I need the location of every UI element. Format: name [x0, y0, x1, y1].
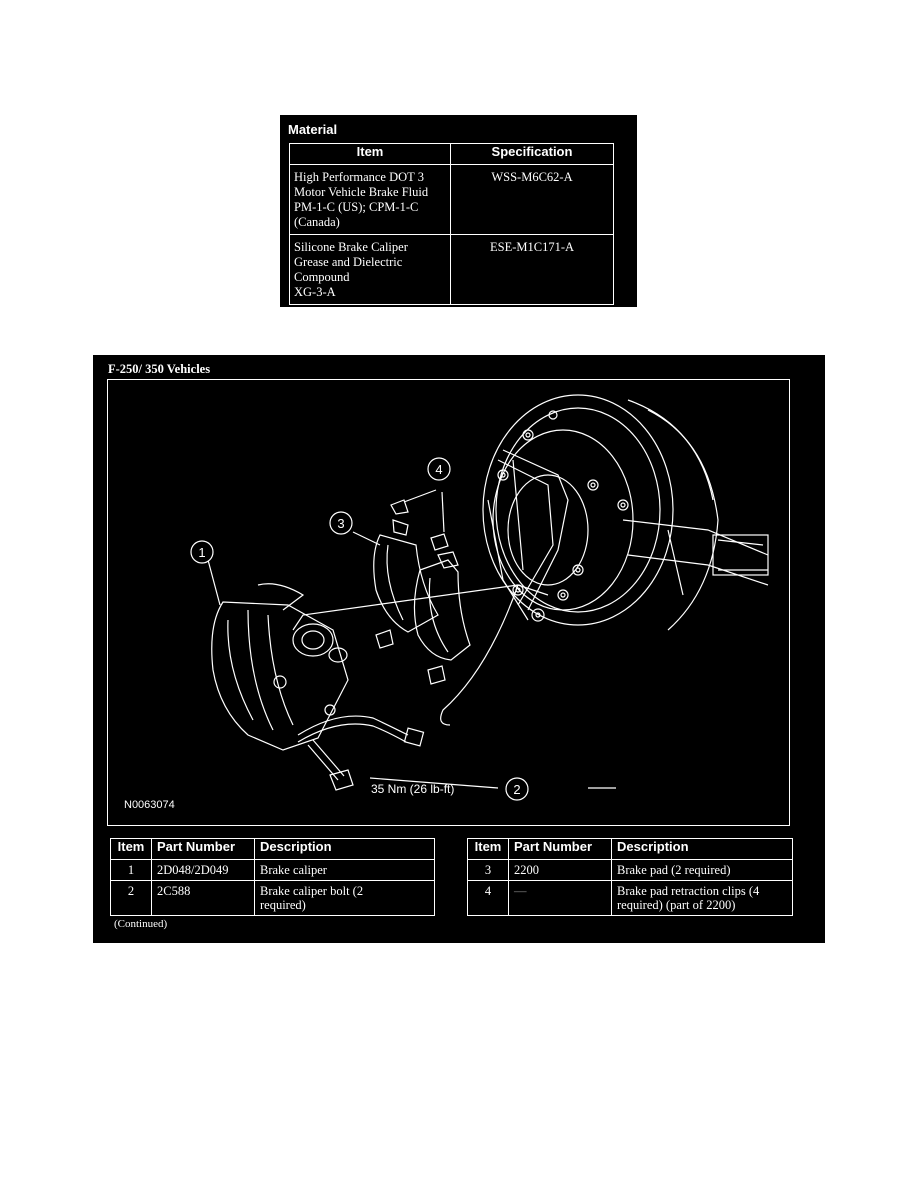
material-row: Silicone Brake Caliper Grease and Dielec… — [289, 234, 614, 305]
header-item: Item — [110, 838, 152, 860]
material-header-item: Item — [289, 143, 451, 165]
material-item-line: Compound — [294, 270, 350, 284]
parts-table-left: Item Part Number Description 1 2D048/2D0… — [110, 838, 435, 916]
material-table: Item Specification High Performance DOT … — [289, 143, 614, 305]
brake-assembly-illustration: 1 3 4 2 35 Nm (26 lb-ft) N0063074 — [124, 394, 769, 811]
table-row: 1 2D048/2D049 Brake caliper — [110, 859, 435, 881]
continued-note: (Continued) — [114, 918, 168, 930]
description-cell: Brake caliper — [254, 859, 435, 881]
table-row: 3 2200 Brake pad (2 required) — [467, 859, 793, 881]
material-header-row: Item Specification — [289, 143, 614, 165]
leader-line-3 — [352, 531, 381, 546]
brake-diagram: 1 3 4 2 35 Nm (26 lb-ft) N0063074 — [107, 379, 790, 826]
material-header-spec: Specification — [450, 143, 614, 165]
figure-title: F-250/ 350 Vehicles — [108, 362, 211, 376]
material-item-line: XG-3-A — [294, 285, 336, 299]
leader-line-1 — [207, 559, 221, 606]
rotor-hub-illustration — [482, 394, 769, 631]
parts-table-right: Item Part Number Description 3 2200 Brak… — [467, 838, 793, 916]
material-item-line: Grease and Dielectric — [294, 255, 403, 269]
item-cell: 3 — [467, 859, 509, 881]
header-description: Description — [254, 838, 435, 860]
item-cell: 4 — [467, 880, 509, 916]
material-item-line: Motor Vehicle Brake Fluid — [294, 185, 429, 199]
callout-3: 3 — [329, 511, 353, 535]
figure-panel: F-250/ 350 Vehicles — [93, 355, 825, 943]
material-item-line: Silicone Brake Caliper — [294, 240, 408, 254]
part-number-cell: 2200 — [508, 859, 612, 881]
description-cell: Brake pad (2 required) — [611, 859, 793, 881]
leader-line-2 — [369, 777, 499, 789]
header-item: Item — [467, 838, 509, 860]
leader-line-4b — [441, 491, 445, 533]
callout-2: 2 — [505, 777, 529, 801]
parts-header-row: Item Part Number Description — [467, 838, 793, 860]
brake-pad-front-illustration — [413, 533, 471, 685]
material-spec-cell: WSS-M6C62-A — [450, 164, 614, 235]
header-description: Description — [611, 838, 793, 860]
leader-line-4a — [403, 489, 437, 503]
callout-3-label: 3 — [337, 516, 344, 531]
leader-line-bracket — [440, 584, 519, 726]
torque-label: 35 Nm (26 lb-ft) — [371, 782, 454, 796]
material-item-line: (Canada) — [294, 215, 340, 229]
material-item-cell: Silicone Brake Caliper Grease and Dielec… — [289, 234, 451, 305]
item-cell: 2 — [110, 880, 152, 916]
item-cell: 1 — [110, 859, 152, 881]
part-number-cell: 2D048/2D049 — [151, 859, 255, 881]
callout-4-label: 4 — [435, 462, 442, 477]
header-part-number: Part Number — [151, 838, 255, 860]
callout-1-label: 1 — [198, 545, 205, 560]
leader-line-pad-plane — [292, 584, 549, 631]
callout-2-label: 2 — [513, 782, 520, 797]
material-item-line: High Performance DOT 3 — [294, 170, 424, 184]
callout-1: 1 — [190, 540, 214, 564]
table-row: 2 2C588 Brake caliper bolt (2 required) — [110, 880, 435, 916]
table-row: 4 — Brake pad retraction clips (4 requir… — [467, 880, 793, 916]
material-panel: Material Item Specification High Perform… — [280, 115, 637, 307]
material-item-line: PM-1-C (US); CPM-1-C — [294, 200, 419, 214]
part-number-cell: 2C588 — [151, 880, 255, 916]
material-item-cell: High Performance DOT 3 Motor Vehicle Bra… — [289, 164, 451, 235]
material-spec-cell: ESE-M1C171-A — [450, 234, 614, 305]
description-cell: Brake caliper bolt (2 required) — [254, 880, 435, 916]
brake-caliper-illustration — [211, 583, 425, 791]
part-number-cell: — — [508, 880, 612, 916]
brake-pad-rear-illustration — [373, 499, 439, 649]
material-title: Material — [288, 122, 338, 137]
description-cell: Brake pad retraction clips (4 required) … — [611, 880, 793, 916]
material-row: High Performance DOT 3 Motor Vehicle Bra… — [289, 164, 614, 235]
parts-header-row: Item Part Number Description — [110, 838, 435, 860]
header-part-number: Part Number — [508, 838, 612, 860]
callout-4: 4 — [427, 457, 451, 481]
figure-code: N0063074 — [124, 799, 175, 811]
leader-lines — [207, 489, 616, 789]
